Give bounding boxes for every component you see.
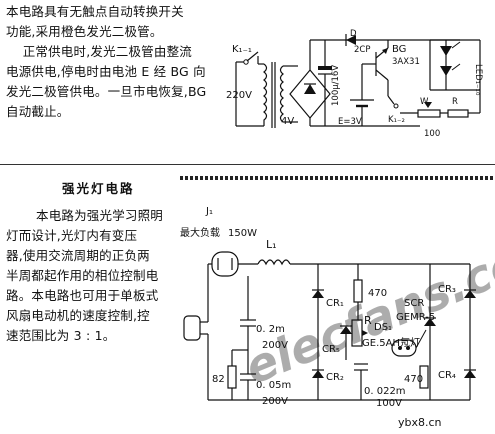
transformer xyxy=(263,62,284,128)
battery-label: E=3V xyxy=(338,117,362,127)
bridge-rectifier xyxy=(283,40,331,126)
circuit2-line-3: 器,使用交流周期的正负两 xyxy=(6,248,150,263)
section-divider xyxy=(0,164,495,165)
resistor-value-label: 100 xyxy=(424,129,440,139)
resistor-470-bottom xyxy=(419,365,429,389)
cap-005-label: 0. 05m xyxy=(256,380,291,391)
capacitor-100u xyxy=(318,66,332,70)
inductor-l1 xyxy=(257,259,291,266)
diode-cr4 xyxy=(464,370,476,378)
circuit1-line-2: 功能,采用橙色发光二极管。 xyxy=(6,24,163,39)
transistor-bg xyxy=(361,40,389,100)
j1-label: J₁ xyxy=(205,206,213,217)
cr2-label: CR₂ xyxy=(326,372,344,383)
mains-plug xyxy=(183,315,201,341)
section-divider-bar xyxy=(180,176,495,180)
j1-socket xyxy=(211,251,239,277)
circuit1-line-1: 本电路具有无触点自动转换开关 xyxy=(6,4,184,19)
transistor-name-label: BG xyxy=(392,44,406,55)
scr-type-label: GEMR-5 xyxy=(396,312,435,323)
diode-d-label: D xyxy=(350,29,357,39)
scr-symbol xyxy=(424,318,436,326)
r82-label: 82 xyxy=(212,374,225,385)
diode-d xyxy=(346,35,356,45)
cap-02-label: 0. 2m xyxy=(256,324,285,335)
led-array-label: LED₁₋₁₀ xyxy=(473,64,483,96)
diode-cr1 xyxy=(312,290,324,298)
circuit2-line-6: 风扇电动机的速度控制,控 xyxy=(6,308,150,323)
led-array xyxy=(429,39,481,113)
capacitor-label: 100μ/16V xyxy=(331,65,341,106)
watermark-footer: ybx8.cn xyxy=(398,416,442,429)
max-load-label: 最大负载 xyxy=(180,226,220,239)
load-power-label: 150W xyxy=(228,228,257,239)
circuit1-line-5: 发光二极管供电。一旦市电恢复,BG xyxy=(6,84,207,99)
diode-cr5 xyxy=(340,326,352,334)
resistor-82 xyxy=(227,365,237,389)
transistor-type-label: 3AX31 xyxy=(392,57,420,67)
circuit1-line-3: 正常供电时,发光二极管由整流 xyxy=(6,44,192,59)
circuit1-schematic: K₁₋₁ 220V 4V xyxy=(226,29,483,139)
circuit2-line-5: 路。本电路也可用于单板式 xyxy=(6,288,159,303)
r470-bottom-label: 470 xyxy=(404,374,423,385)
circuit2-line-1: 本电路为强光学习照明 xyxy=(36,208,164,223)
r-gate-label: R xyxy=(364,314,372,327)
cap-0022-label: 0. 022m xyxy=(364,386,406,397)
circuit1-line-6: 自动截止。 xyxy=(6,104,70,119)
scr-label: SCR xyxy=(404,298,424,309)
resistor-r xyxy=(447,109,469,118)
cap-02-voltage-label: 200V xyxy=(262,340,288,351)
diode-cr2 xyxy=(312,370,324,378)
inductor-label: L₁ xyxy=(266,238,277,251)
circuit2-schematic: J₁ 最大负载 150W L₁ 0. 2m xyxy=(180,206,476,409)
resistor-r-label: R xyxy=(452,97,458,107)
circuit2-heading: 强光灯电路 xyxy=(62,181,135,196)
cr3-label: CR₃ xyxy=(438,284,456,295)
mains-voltage-label: 220V xyxy=(226,90,252,101)
neon-label: GE.5AH氖灯 xyxy=(362,336,420,349)
r470-top-label: 470 xyxy=(368,288,387,299)
ds1-label: DS₁ xyxy=(374,322,392,333)
k1-switch-label: K₁₋₁ xyxy=(232,44,252,55)
k2-switch-label: K₁₋₂ xyxy=(388,115,405,125)
cap-005-voltage-label: 200V xyxy=(262,396,288,407)
circuit2-line-7: 速范围比为 3 : 1。 xyxy=(6,328,116,343)
cap-0022-voltage-label: 100V xyxy=(376,398,402,409)
diode-cr3 xyxy=(464,290,476,298)
circuit2-line-4: 半周都起作用的相位控制电 xyxy=(6,268,159,283)
cr5-label: CR₅ xyxy=(322,344,340,355)
pot-w xyxy=(417,109,441,118)
cr1-label: CR₁ xyxy=(326,298,344,309)
circuit2-line-2: 灯而设计,光灯内有变压 xyxy=(6,228,138,243)
cr4-label: CR₄ xyxy=(438,370,456,381)
diode-type-label: 2CP xyxy=(354,45,370,55)
circuit1-line-4: 电源供电,停电时由电池 E 经 BG 向 xyxy=(6,64,206,79)
